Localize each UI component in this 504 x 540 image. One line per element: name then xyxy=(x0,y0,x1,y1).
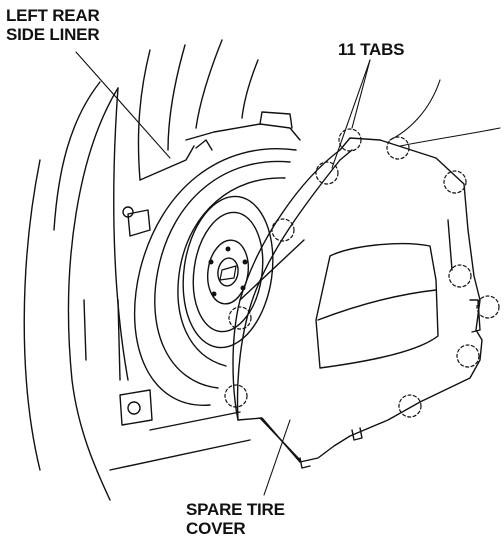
leader-line-tabs-1 xyxy=(351,59,371,129)
left-rear-side-liner xyxy=(23,39,259,501)
tab-marker-8 xyxy=(448,264,472,288)
label-line-2: SIDE LINER xyxy=(6,25,100,44)
tab-marker-7 xyxy=(443,170,467,194)
spare-tire-cover xyxy=(232,137,483,469)
leader-line-side-liner xyxy=(75,51,171,159)
tab-marker-9 xyxy=(476,295,500,319)
leader-line-tabs-2 xyxy=(331,59,371,169)
tab-marker-11 xyxy=(398,394,422,418)
label-spare-tire-cover: SPARE TIRE COVER xyxy=(186,500,285,538)
tab-marker-10 xyxy=(456,344,480,368)
upper-bracket xyxy=(185,111,301,151)
label-line-1: LEFT REAR xyxy=(6,6,100,25)
label-line-1: SPARE TIRE xyxy=(186,500,285,519)
tab-marker-1 xyxy=(338,128,362,152)
tab-marker-4 xyxy=(228,306,252,330)
leader-line-spare-tire-cover xyxy=(263,419,291,496)
tab-marker-2 xyxy=(315,161,339,185)
tab-marker-3 xyxy=(271,218,295,242)
trim-line-upper xyxy=(389,79,441,141)
tab-markers xyxy=(224,128,500,418)
tab-marker-5 xyxy=(224,384,248,408)
label-line-2: COVER xyxy=(186,519,246,538)
label-left-rear-side-liner: LEFT REAR SIDE LINER xyxy=(6,6,100,44)
label-11-tabs: 11 TABS xyxy=(338,40,405,59)
tab-marker-6 xyxy=(386,136,410,160)
spare-tire xyxy=(133,148,297,406)
